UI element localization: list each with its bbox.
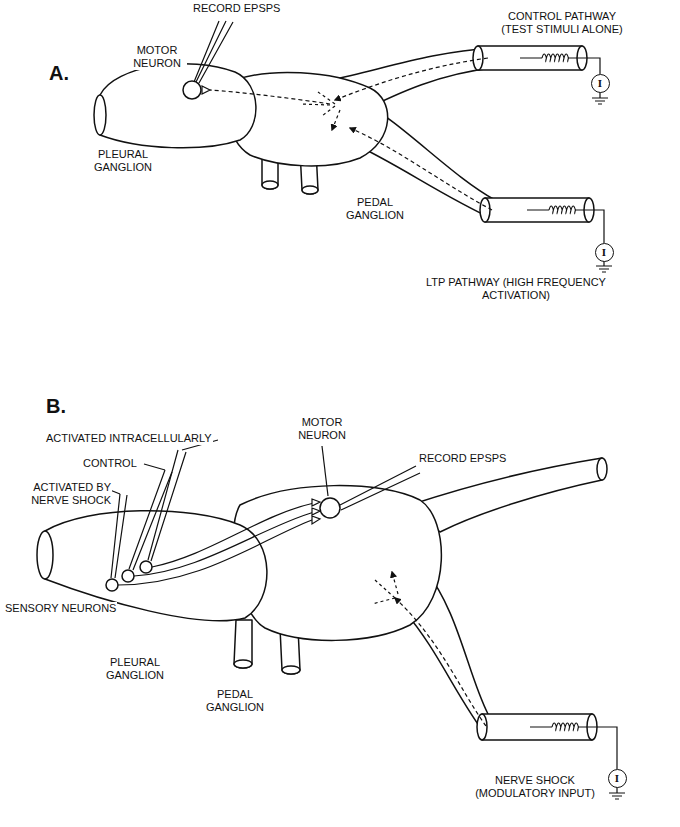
part-label: RECORD EPSPS bbox=[192, 2, 281, 15]
synapse-terminal bbox=[312, 499, 320, 506]
panel-letter: B. bbox=[45, 395, 67, 417]
sensory-neuron bbox=[140, 561, 152, 573]
sensory-axon bbox=[152, 503, 314, 567]
pleural-ganglion bbox=[100, 64, 256, 148]
part-label: ACTIVATED BY NERVE SHOCK bbox=[6, 481, 112, 507]
source-symbol: I bbox=[602, 247, 606, 258]
ground-symbol bbox=[609, 787, 625, 799]
sensory-axon bbox=[134, 512, 314, 576]
ground-symbol bbox=[596, 261, 612, 272]
connective-cut bbox=[94, 95, 106, 135]
electrode-wire bbox=[520, 58, 600, 74]
leader-line bbox=[322, 446, 328, 496]
part-label: CONTROL bbox=[82, 457, 138, 470]
synapse-terminal bbox=[312, 516, 320, 524]
part-label: MOTOR NEURON bbox=[127, 44, 187, 70]
electrode-coil bbox=[542, 54, 568, 62]
source-symbol: I bbox=[598, 78, 602, 89]
current-source: I bbox=[608, 769, 627, 788]
electrode-coil bbox=[552, 723, 578, 731]
part-label: LTP PATHWAY (HIGH FREQUENCY ACTIVATION) bbox=[425, 276, 607, 302]
sensory-neuron bbox=[106, 579, 118, 591]
part-label: CONTROL PATHWAY (TEST STIMULI ALONE) bbox=[494, 10, 630, 36]
part-label: PEDAL GANGLION bbox=[200, 688, 270, 714]
motor-neuron bbox=[183, 81, 201, 99]
electrode-coil bbox=[549, 206, 575, 214]
synapse-terminal bbox=[202, 86, 210, 94]
nerve-stub bbox=[234, 620, 252, 668]
recording-pipette bbox=[129, 470, 172, 570]
electrode-wire bbox=[530, 727, 617, 769]
recording-pipette bbox=[111, 494, 127, 578]
connective-cut bbox=[37, 531, 53, 579]
axon-branch bbox=[300, 92, 340, 130]
axon-branch bbox=[372, 572, 398, 604]
sensory-neuron bbox=[122, 570, 134, 582]
panel-letter: A. bbox=[48, 62, 70, 84]
upper-nerve bbox=[410, 458, 602, 532]
current-source: I bbox=[591, 74, 610, 93]
axon-path bbox=[335, 58, 488, 100]
source-symbol: I bbox=[615, 773, 619, 784]
part-label: SENSORY NEURONS bbox=[4, 602, 117, 615]
recording-pipette bbox=[340, 466, 420, 510]
axon-path bbox=[210, 90, 330, 104]
current-source: I bbox=[595, 243, 614, 262]
part-label: PLEURAL GANGLION bbox=[88, 148, 158, 174]
part-label: PEDAL GANGLION bbox=[340, 196, 410, 222]
axon-path bbox=[395, 598, 486, 726]
synapse-terminal bbox=[312, 508, 320, 515]
part-label: NERVE SHOCK (MODULATORY INPUT) bbox=[468, 774, 602, 800]
recording-pipette bbox=[194, 21, 233, 83]
ground-symbol bbox=[592, 92, 608, 104]
part-label: MOTOR NEURON bbox=[292, 416, 352, 442]
motor-neuron bbox=[320, 498, 340, 518]
part-label: PLEURAL GANGLION bbox=[100, 656, 170, 682]
part-label: ACTIVATED INTRACELLULARLY bbox=[45, 432, 213, 445]
electrode-wire bbox=[527, 210, 604, 243]
part-label: RECORD EPSPS bbox=[418, 452, 507, 465]
